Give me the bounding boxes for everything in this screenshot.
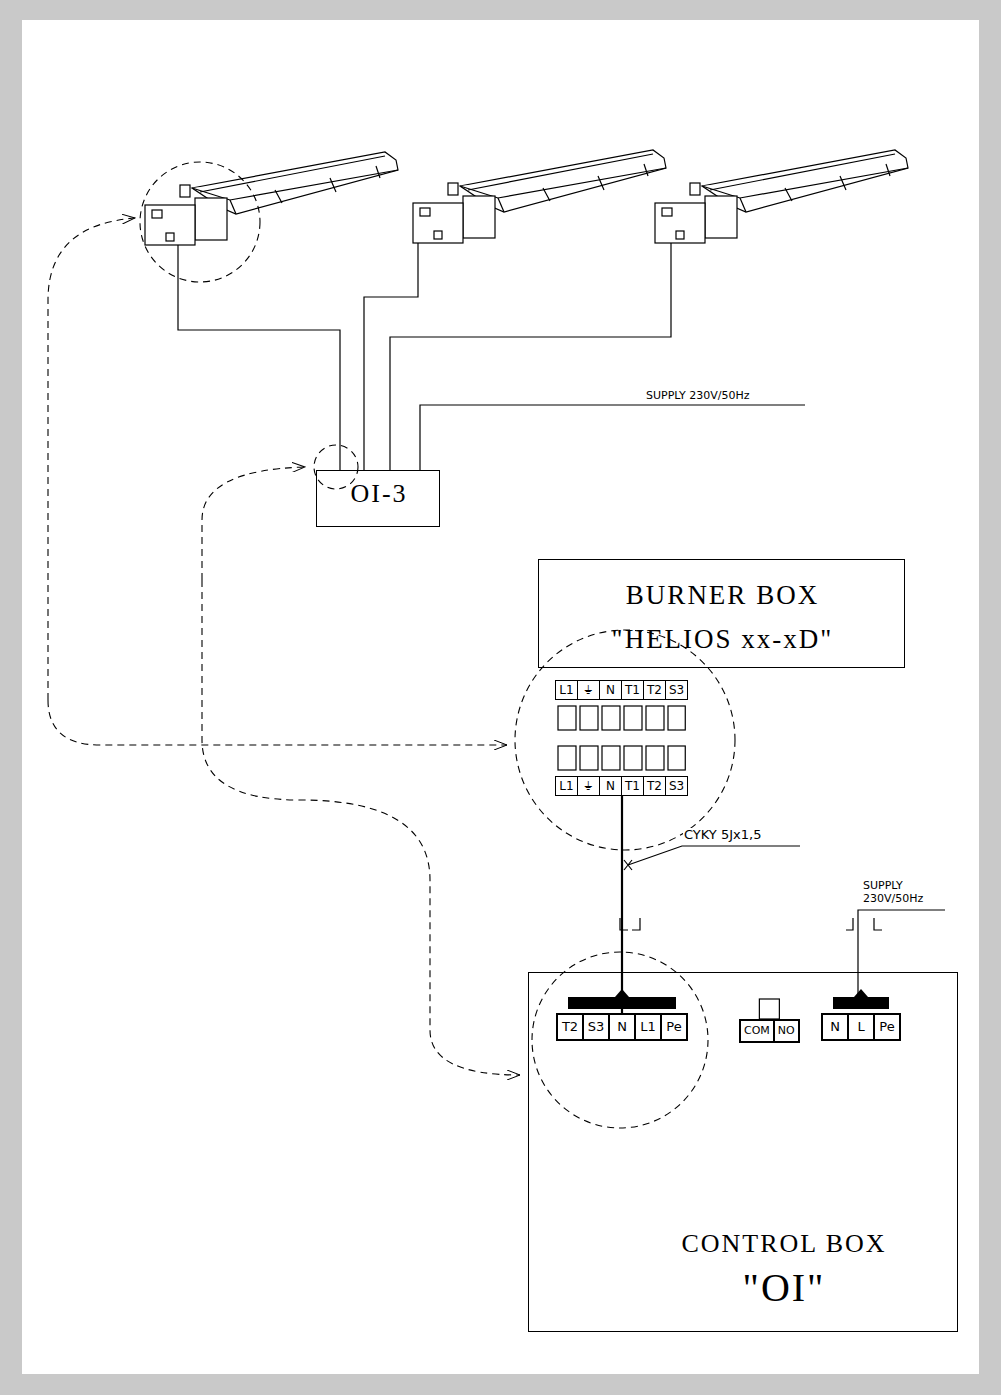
line-art — [628, 846, 800, 865]
cable — [621, 796, 623, 1013]
plug-pin — [602, 706, 620, 730]
supply-label: SUPPLY 230V/50Hz — [645, 390, 750, 403]
terminal-label: S3 — [666, 681, 687, 699]
plug-pin — [558, 746, 576, 770]
box-title: CONTROL BOX — [681, 1231, 886, 1257]
terminal-label: Pe — [875, 1015, 899, 1039]
terminal-label: L1 — [556, 681, 578, 699]
box-subtitle: "HELIOS xx-xD" — [612, 626, 834, 653]
terminal-label: N — [610, 1015, 636, 1039]
line-art — [364, 243, 418, 470]
line-art — [846, 918, 882, 930]
line-art — [202, 580, 520, 1075]
terminal-label: L — [849, 1015, 875, 1039]
box-title: BURNER BOX — [626, 582, 819, 609]
terminal-label: T2 — [644, 681, 666, 699]
terminal-label: ⏚ — [578, 777, 600, 795]
plug-pin — [646, 746, 664, 770]
plug-pin — [580, 706, 598, 730]
line-art — [178, 245, 340, 470]
relay-cap — [759, 999, 779, 1019]
line-art — [655, 150, 908, 243]
terminal-strip: T2S3NL1Pe — [556, 1013, 688, 1041]
plug-pin — [602, 746, 620, 770]
box-subtitle: "OI" — [743, 1268, 826, 1308]
line-art — [413, 150, 666, 243]
plug-pin — [668, 706, 685, 730]
terminal-label: N — [600, 777, 622, 795]
line-art — [145, 152, 398, 245]
terminal-label: T1 — [622, 777, 644, 795]
terminal-strip: NLPe — [821, 1013, 901, 1041]
terminal-strip: L1⏚NT1T2S3 — [555, 776, 688, 796]
terminal-strip: COMNO — [739, 1019, 800, 1043]
component-box: OI-3 — [316, 470, 440, 527]
terminal-label: N — [823, 1015, 849, 1039]
line-art — [202, 467, 305, 580]
line-art — [140, 162, 260, 282]
terminal-label: L1 — [556, 777, 578, 795]
line-art — [420, 405, 805, 470]
component-box: CONTROL BOX"OI"T2S3NL1PeCOMNONLPe — [528, 972, 958, 1332]
terminal-strip: L1⏚NT1T2S3 — [555, 680, 688, 700]
line-art — [858, 910, 945, 1000]
terminal-label: S3 — [584, 1015, 610, 1039]
terminal-bar — [833, 997, 889, 1009]
terminal-label: T2 — [644, 777, 666, 795]
cable-entry — [854, 989, 868, 997]
plug-pin — [646, 706, 664, 730]
terminal-label: T1 — [622, 681, 644, 699]
terminal-label: L1 — [636, 1015, 662, 1039]
plug-pin — [624, 746, 642, 770]
wires — [178, 243, 945, 1000]
terminal-label: ⏚ — [578, 681, 600, 699]
line-art — [390, 243, 671, 470]
line-art — [532, 952, 708, 1128]
terminal-label: T2 — [558, 1015, 584, 1039]
cable-label: CYKY 5Jx1,5 — [683, 828, 762, 843]
line-art — [48, 700, 507, 745]
supply-label: SUPPLY 230V/50Hz — [862, 880, 942, 905]
plug-pins — [558, 706, 685, 770]
terminal-label: NO — [775, 1021, 798, 1041]
terminal-label: S3 — [666, 777, 687, 795]
terminal-label: N — [600, 681, 622, 699]
plug-pin — [558, 706, 576, 730]
unit-label: OI-3 — [350, 481, 407, 507]
line-art — [48, 218, 135, 700]
terminal-label: Pe — [662, 1015, 686, 1039]
line-art — [515, 630, 735, 850]
component-box: BURNER BOX "HELIOS xx-xD" — [538, 559, 905, 668]
terminal-label: COM — [741, 1021, 775, 1041]
plug-pin — [580, 746, 598, 770]
plug-pin — [668, 746, 685, 770]
plug-pin — [624, 706, 642, 730]
